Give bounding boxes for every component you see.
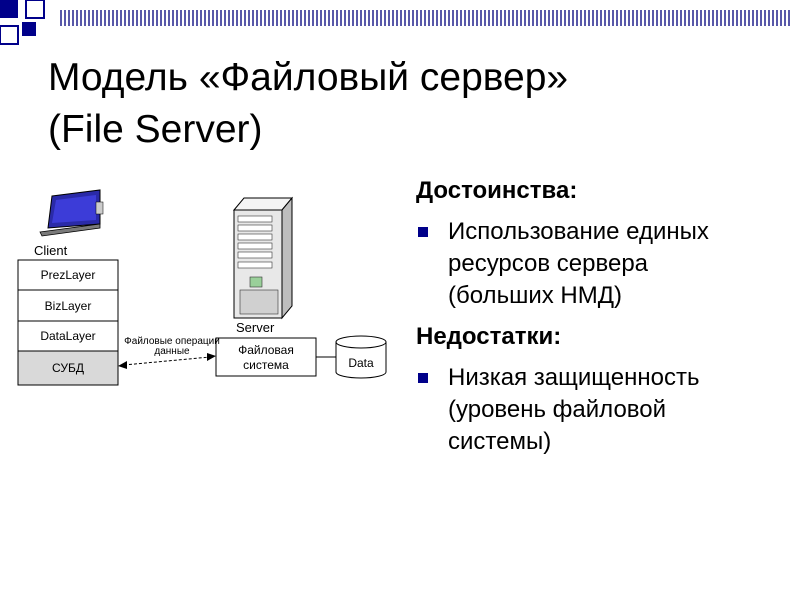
disadvantage-item: Низкая защищенность (уровень файловой си…	[416, 362, 786, 458]
square-bullet-icon	[418, 373, 428, 383]
database-cylinder-icon	[335, 335, 387, 379]
square-bullet-icon	[418, 227, 428, 237]
title-line-1: Модель «Файловый сервер»	[48, 56, 569, 99]
disadvantage-line-3: системы)	[448, 428, 552, 455]
disadvantage-line-1: Низкая защищенность	[448, 364, 700, 391]
arrow-label-line-1: Файловые операции	[124, 336, 220, 347]
data-label: Data	[348, 356, 374, 370]
file-ops-arrow	[123, 356, 211, 366]
layer-data: DataLayer	[40, 329, 95, 343]
disadvantage-line-2: (уровень файловой	[448, 396, 667, 423]
corner-decoration-icon	[0, 0, 45, 45]
server-label: Server	[236, 320, 275, 335]
file-server-diagram: Client PrezLayer BizLayer DataLayer СУБД…	[17, 189, 387, 386]
layer-biz: BizLayer	[45, 299, 92, 313]
filesystem-line-1: Файловая	[238, 343, 294, 357]
layer-prez: PrezLayer	[41, 268, 96, 282]
advantage-item: Использование единых ресурсов сервера (б…	[416, 216, 786, 312]
arrow-head-right	[207, 353, 216, 361]
arrow-head-left	[118, 361, 127, 369]
header-stripe-bar	[60, 10, 790, 26]
slide-title: Модель «Файловый сервер» (File Server)	[48, 52, 568, 156]
arrow-label-line-2: данные	[154, 346, 190, 357]
filesystem-line-2: система	[243, 358, 289, 372]
layer-dbms: СУБД	[52, 361, 84, 375]
laptop-icon	[39, 189, 104, 237]
pros-cons-panel: Достоинства: Использование единых ресурс…	[416, 176, 786, 468]
title-line-2: (File Server)	[48, 108, 263, 151]
disadvantages-header: Недостатки:	[416, 323, 562, 350]
client-label: Client	[34, 243, 68, 258]
advantage-line-2: ресурсов сервера	[448, 250, 649, 277]
advantage-line-3: (больших НМД)	[448, 282, 622, 309]
server-tower-icon	[232, 196, 294, 320]
advantages-header: Достоинства:	[416, 177, 578, 204]
advantage-line-1: Использование единых	[448, 218, 709, 245]
